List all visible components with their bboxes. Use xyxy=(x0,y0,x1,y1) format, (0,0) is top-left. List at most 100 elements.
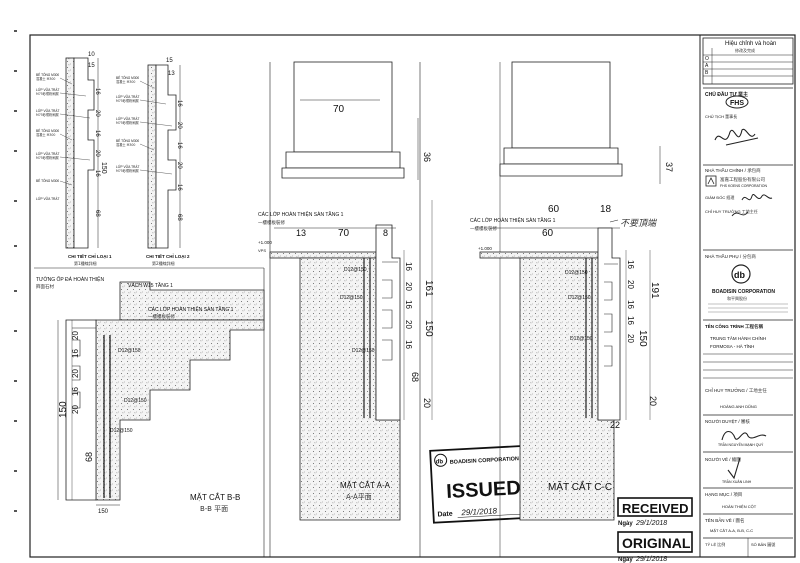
aa-dim-r1: 20 xyxy=(404,282,413,291)
item-label: HẠNG MỤC / 項目 xyxy=(705,492,742,498)
d1-dim-r0: 16 xyxy=(94,88,100,95)
issued-date: 29/1/2018 xyxy=(460,506,498,517)
aa-dim-r6: 150 xyxy=(423,320,434,337)
d1-note-8: LỚP VỮA TRÁT xyxy=(36,151,59,156)
aa-rebar-1: D12@150 xyxy=(344,267,367,273)
cc-rebar-1: D12@150 xyxy=(565,270,588,276)
d2-dim-top-0: 15 xyxy=(166,58,173,64)
cc-dim-r5: 20 xyxy=(626,334,635,343)
bb-rebar-3: D12@150 xyxy=(110,428,133,434)
cc-dim-r8: 22 xyxy=(610,420,620,430)
d2-note-8: LỚP VỮA TRÁT xyxy=(116,164,139,169)
bb-dim-l5: 150 xyxy=(58,401,69,418)
main-contractor-logo xyxy=(705,175,717,187)
cc-dim-60-b: 60 xyxy=(542,228,554,239)
sub-contractor-logo: db xyxy=(731,264,751,284)
bb-label-stone-cn: 飾面石材 xyxy=(36,283,54,290)
owner-logo: FHS xyxy=(725,95,749,109)
project-label: TÊN CÔNG TRÌNH 工程名稱 xyxy=(705,322,764,330)
d1-dim-r4: 16 xyxy=(94,170,100,177)
d2-dim-r4: 16 xyxy=(176,184,182,191)
owner-label: CHỦ ĐẦU TƯ 業主 xyxy=(705,91,748,98)
aa-label-layers-cn: 一樓樓板裝修 xyxy=(258,219,285,226)
aa-label-layers: CÁC LỚP HOÀN THIỆN SÀN TẦNG 1 xyxy=(258,210,344,218)
received-date: 29/1/2018 xyxy=(635,520,667,527)
cc-level: +1.000 xyxy=(478,246,492,251)
aa-dim-r5: 161 xyxy=(423,280,434,297)
aa-dim-r2: 16 xyxy=(404,300,413,309)
section-b-b: TƯỜNG ỐP ĐÁ HOÀN THIỆN 飾面石材 VÁCH W15 TẦN… xyxy=(34,267,265,557)
cc-dim-r1: 20 xyxy=(626,280,635,289)
main-contractor-name-cn: 富嘉工程股份有限公司 xyxy=(720,176,765,183)
site-lead-label: CHỈ HUY TRƯỞNG / 工地主任 xyxy=(705,387,767,394)
d1-note-6: BÊ TÔNG M300 xyxy=(36,128,59,133)
d2-dim-r3: 20 xyxy=(176,162,182,169)
bb-label-layers-cn: 一樓樓板裝修 xyxy=(148,313,175,320)
original-word: ORIGINAL xyxy=(622,535,691,551)
issued-word: ISSUED xyxy=(446,477,522,503)
bb-title-cn: B-B 平面 xyxy=(200,505,228,513)
d2-note-2: LỚP VỮA TRÁT xyxy=(116,94,139,99)
project-name-2: FORMOSA - HÀ TĨNH xyxy=(710,343,754,349)
aa-dim-70-top: 70 xyxy=(333,104,345,115)
cc-dim-60-a: 60 xyxy=(548,204,560,215)
aa-level: +1.000 xyxy=(258,240,272,245)
cc-label-layers-cn: 一樓樓板裝修 xyxy=(470,225,497,232)
d2-title-cn: 第2種線詳細 xyxy=(152,260,175,266)
sheet-border xyxy=(29,34,796,558)
cc-rebar-2: D12@150 xyxy=(568,295,591,301)
cc-dim-r7: 20 xyxy=(648,396,658,406)
d2-note-1: 混凝土 M300 xyxy=(116,79,135,84)
cc-dim-r2: 16 xyxy=(626,300,635,309)
checker-name: TRẦN NGUYỄN MẠNH QUÝ xyxy=(718,442,764,447)
bb-dim-l1: 16 xyxy=(71,349,80,358)
d2-note-9: M75砂漿粉刷層 xyxy=(116,168,139,173)
main-contractor-name-en: FHS KOENS CORPORATION xyxy=(720,184,767,188)
checker-signature xyxy=(721,430,767,441)
d1-note-9: M75砂漿粉刷層 xyxy=(36,155,59,160)
received-word: RECEIVED xyxy=(622,501,688,516)
aa-dim-r3: 20 xyxy=(404,320,413,329)
aa-dim-13: 13 xyxy=(296,228,306,238)
bb-dim-l0: 20 xyxy=(71,331,80,340)
received-date-label: Ngày xyxy=(618,521,633,527)
owner-signer-label: CHỦ TỊCH 董事長 xyxy=(705,113,737,119)
title-block: Hiệu chỉnh và hoàn 修改及完成 O A B CHỦ ĐẦU T… xyxy=(702,37,794,557)
d1-note-3: M75砂漿粉刷層 xyxy=(36,91,59,96)
d1-note-7: 混凝土 M300 xyxy=(36,132,55,137)
d2-dim-top-1: 13 xyxy=(168,71,175,77)
cc-dim-r4: 16 xyxy=(626,316,635,325)
project-name-1: TRUNG TÂM HÀNH CHÍNH xyxy=(710,335,766,341)
d2-note-0: BÊ TÔNG M300 xyxy=(116,75,139,80)
d1-dim-top-1: 15 xyxy=(88,63,95,69)
d1-title-cn: 第1種線詳細 xyxy=(74,260,97,266)
original-date: 29/1/2018 xyxy=(635,556,667,563)
bb-rebar-2: D12@150 xyxy=(124,398,147,404)
bb-dim-bottom: 150 xyxy=(98,509,109,515)
d2-note-5: M75砂漿粉刷層 xyxy=(116,120,139,125)
d2-note-3: M75砂漿粉刷層 xyxy=(116,98,139,103)
d1-dim-r5: 150 xyxy=(100,162,107,174)
director-signature xyxy=(741,194,773,201)
aa-rebar-3: D12@150 xyxy=(352,348,375,354)
drawing-name: MẶT CẮT A-A, B-B, C-C xyxy=(710,528,753,533)
d1-dim-r3: 20 xyxy=(94,150,100,157)
d1-note-11: LỚP VỮA TRÁT xyxy=(36,196,59,201)
cc-dim-r3: 191 xyxy=(649,282,660,299)
cc-handwritten-note: 不要頂端 xyxy=(620,218,658,229)
issued-stamp: db BOADISIN CORPORATION ISSUED Date 29/1… xyxy=(429,444,535,524)
chief-eng-signature xyxy=(731,211,749,217)
d1-dim-r1: 20 xyxy=(94,110,100,117)
revision-header: Hiệu chỉnh và hoàn xyxy=(725,40,776,47)
bb-label-wall: VÁCH W15 TẦNG 1 xyxy=(128,282,173,289)
d2-note-6: BÊ TÔNG M300 xyxy=(116,138,139,143)
rev-row-b: B xyxy=(705,70,709,76)
drawer-label: NGƯỜI VẼ / 繪圖 xyxy=(705,456,741,463)
bb-label-stone: TƯỜNG ỐP ĐÁ HOÀN THIỆN xyxy=(36,275,104,283)
rev-row-a: A xyxy=(705,63,709,69)
owner-logo-text: FHS xyxy=(730,100,744,107)
d2-dim-r0: 16 xyxy=(176,100,182,107)
bb-title: MẶT CẮT B-B xyxy=(190,493,240,502)
aa-title: MẶT CẮT A-A xyxy=(340,481,391,490)
